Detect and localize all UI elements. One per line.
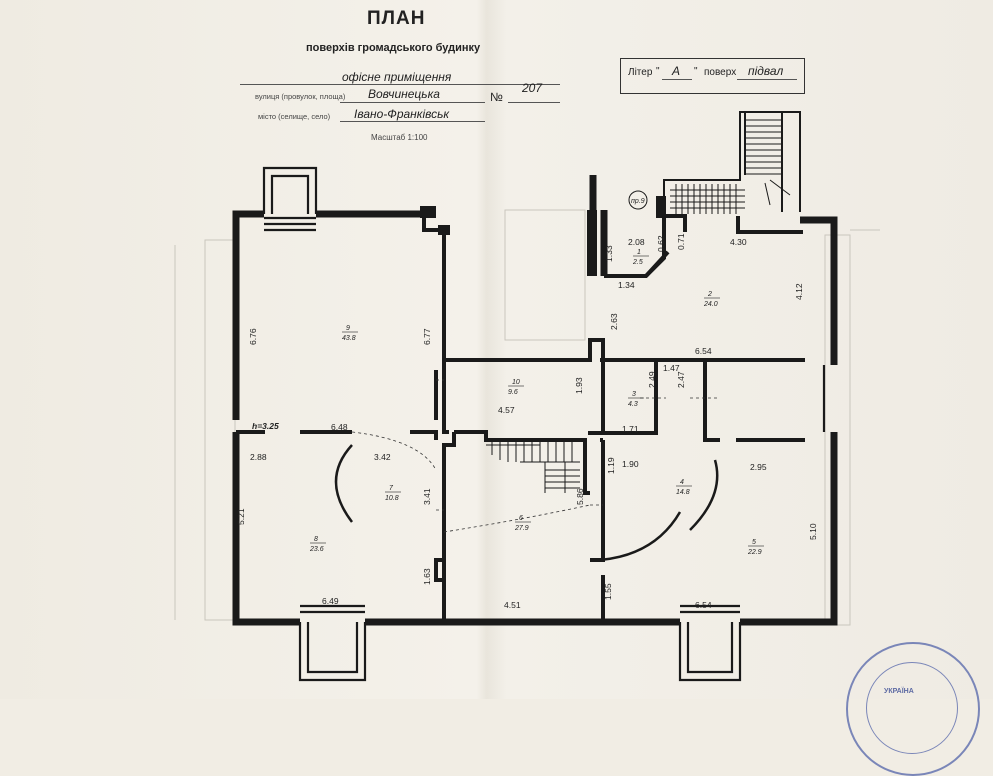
room-number: 8 xyxy=(314,536,318,543)
purpose-underline xyxy=(240,84,560,85)
dimension-label: 1.90 xyxy=(622,459,639,469)
dimension-label: 3.41 xyxy=(422,488,432,505)
room-number: 2 xyxy=(707,291,712,298)
door-marker xyxy=(628,190,648,210)
purpose-value: офісне приміщення xyxy=(342,70,452,84)
page-title: ПЛАН xyxy=(367,8,426,29)
windows-and-pits xyxy=(262,166,826,682)
height-mark: h=3.25 xyxy=(252,421,279,431)
openings xyxy=(351,379,720,533)
number-label: № xyxy=(490,90,503,104)
floor-value: підвал xyxy=(748,64,784,78)
room-number: 7 xyxy=(389,485,394,492)
dimension-label: 2.63 xyxy=(609,313,619,330)
room-area: 24.0 xyxy=(703,301,718,308)
dimension-label: 1.55 xyxy=(603,583,613,600)
dimension-label: 2.08 xyxy=(628,237,645,247)
dimension-label: 6.49 xyxy=(322,596,339,606)
dimension-label: 2.47 xyxy=(676,371,686,388)
street-value: Вовчинецька xyxy=(368,87,440,101)
litera-quote-open: " xyxy=(656,66,660,77)
floor-label: поверх xyxy=(704,67,737,78)
room-area: 14.8 xyxy=(676,489,690,496)
dimension-label: 1.19 xyxy=(606,457,616,474)
litera-box xyxy=(620,58,805,94)
staircase-steps xyxy=(486,119,791,493)
room-area: 43.8 xyxy=(342,335,356,342)
dimension-label: 4.51 xyxy=(504,600,521,610)
page-subtitle: поверхів громадського будинку xyxy=(306,42,481,54)
dimension-label: 6.48 xyxy=(331,422,348,432)
dimension-labels: 6.76 6.77 6.48 1.93 4.57 2.08 0.62 0.71 4.30 1.33… xyxy=(236,233,818,610)
dimension-label: 1.33 xyxy=(604,245,614,262)
room-area: 10.8 xyxy=(385,495,399,502)
dimension-label: 5.21 xyxy=(236,508,246,525)
dimension-label: 0.71 xyxy=(676,233,686,250)
scale-label: Масштаб 1:100 xyxy=(371,133,428,142)
document-sheet xyxy=(0,0,993,699)
dimension-label: 1.47 xyxy=(663,363,680,373)
dimension-label: 3.42 xyxy=(374,452,391,462)
litera-underline xyxy=(662,79,692,80)
door-label: пр.9 xyxy=(631,198,645,205)
room-number: 9 xyxy=(346,325,350,332)
city-underline xyxy=(340,121,485,122)
litera-value: А xyxy=(672,64,681,78)
room-number: 10 xyxy=(512,379,520,386)
dimension-label: 6.76 xyxy=(248,328,258,345)
room-labels: 9 43.8 10 9.6 1 2.5 2 24.0 3 4.3 7 10.8 8 23.6 6 27.9 4 1… xyxy=(309,249,764,556)
dimension-label: 6.54 xyxy=(695,600,712,610)
dimension-label: 4.12 xyxy=(794,283,804,300)
dimension-label: 1.93 xyxy=(574,377,584,394)
dimension-label: 2.88 xyxy=(250,452,267,462)
dimension-label: 2.95 xyxy=(750,462,767,472)
dimension-label: 5.86 xyxy=(575,488,585,505)
dimension-label: 0.62 xyxy=(656,235,666,252)
stamp-text: УКРАЇНА xyxy=(884,688,914,695)
room-area: 4.3 xyxy=(628,401,638,408)
room-area: 22.9 xyxy=(747,549,762,556)
room-area: 23.6 xyxy=(309,546,324,553)
city-value: Івано-Франківськ xyxy=(354,107,450,121)
structural-blocks xyxy=(420,196,666,276)
city-label: місто (селище, село) xyxy=(258,112,331,121)
litera-quote-close: " xyxy=(694,66,698,77)
dimension-label: 1.63 xyxy=(422,568,432,585)
room-area: 2.5 xyxy=(632,259,643,266)
number-underline xyxy=(508,102,560,103)
room-area: 9.6 xyxy=(508,389,518,396)
official-stamp: УКРАЇНА xyxy=(846,642,980,776)
room-number: 5 xyxy=(752,539,756,546)
room-area: 27.9 xyxy=(514,525,529,532)
dimension-label: 4.57 xyxy=(498,405,515,415)
dimension-label: 1.34 xyxy=(618,280,635,290)
litera-label: Літер xyxy=(628,67,653,78)
room-number: 6 xyxy=(519,515,523,522)
room-number: 4 xyxy=(680,479,684,486)
dimension-label: 1.71 xyxy=(622,424,639,434)
floor-plan: пр.9 h=3.25 9 43.8 10 9.6 1 2.5 2 24.0 3 4.3 7 10.8… xyxy=(174,111,880,682)
dimension-label: 4.30 xyxy=(730,237,747,247)
room-number: 1 xyxy=(637,249,641,256)
dimension-label: 2.49 xyxy=(647,371,657,388)
room-number: 3 xyxy=(632,391,636,398)
dimension-label: 5.10 xyxy=(808,523,818,540)
stamp-inner-ring xyxy=(866,662,958,754)
floor-underline xyxy=(737,79,797,80)
number-value: 207 xyxy=(522,81,543,95)
interior-walls xyxy=(236,214,805,622)
street-underline xyxy=(340,102,485,103)
staircase-outer xyxy=(663,111,801,216)
dimension-label: 6.54 xyxy=(695,346,712,356)
street-label: вулиця (провулок, площа) xyxy=(255,92,346,101)
curved-walls xyxy=(334,444,719,562)
dimension-label: 6.77 xyxy=(422,328,432,345)
